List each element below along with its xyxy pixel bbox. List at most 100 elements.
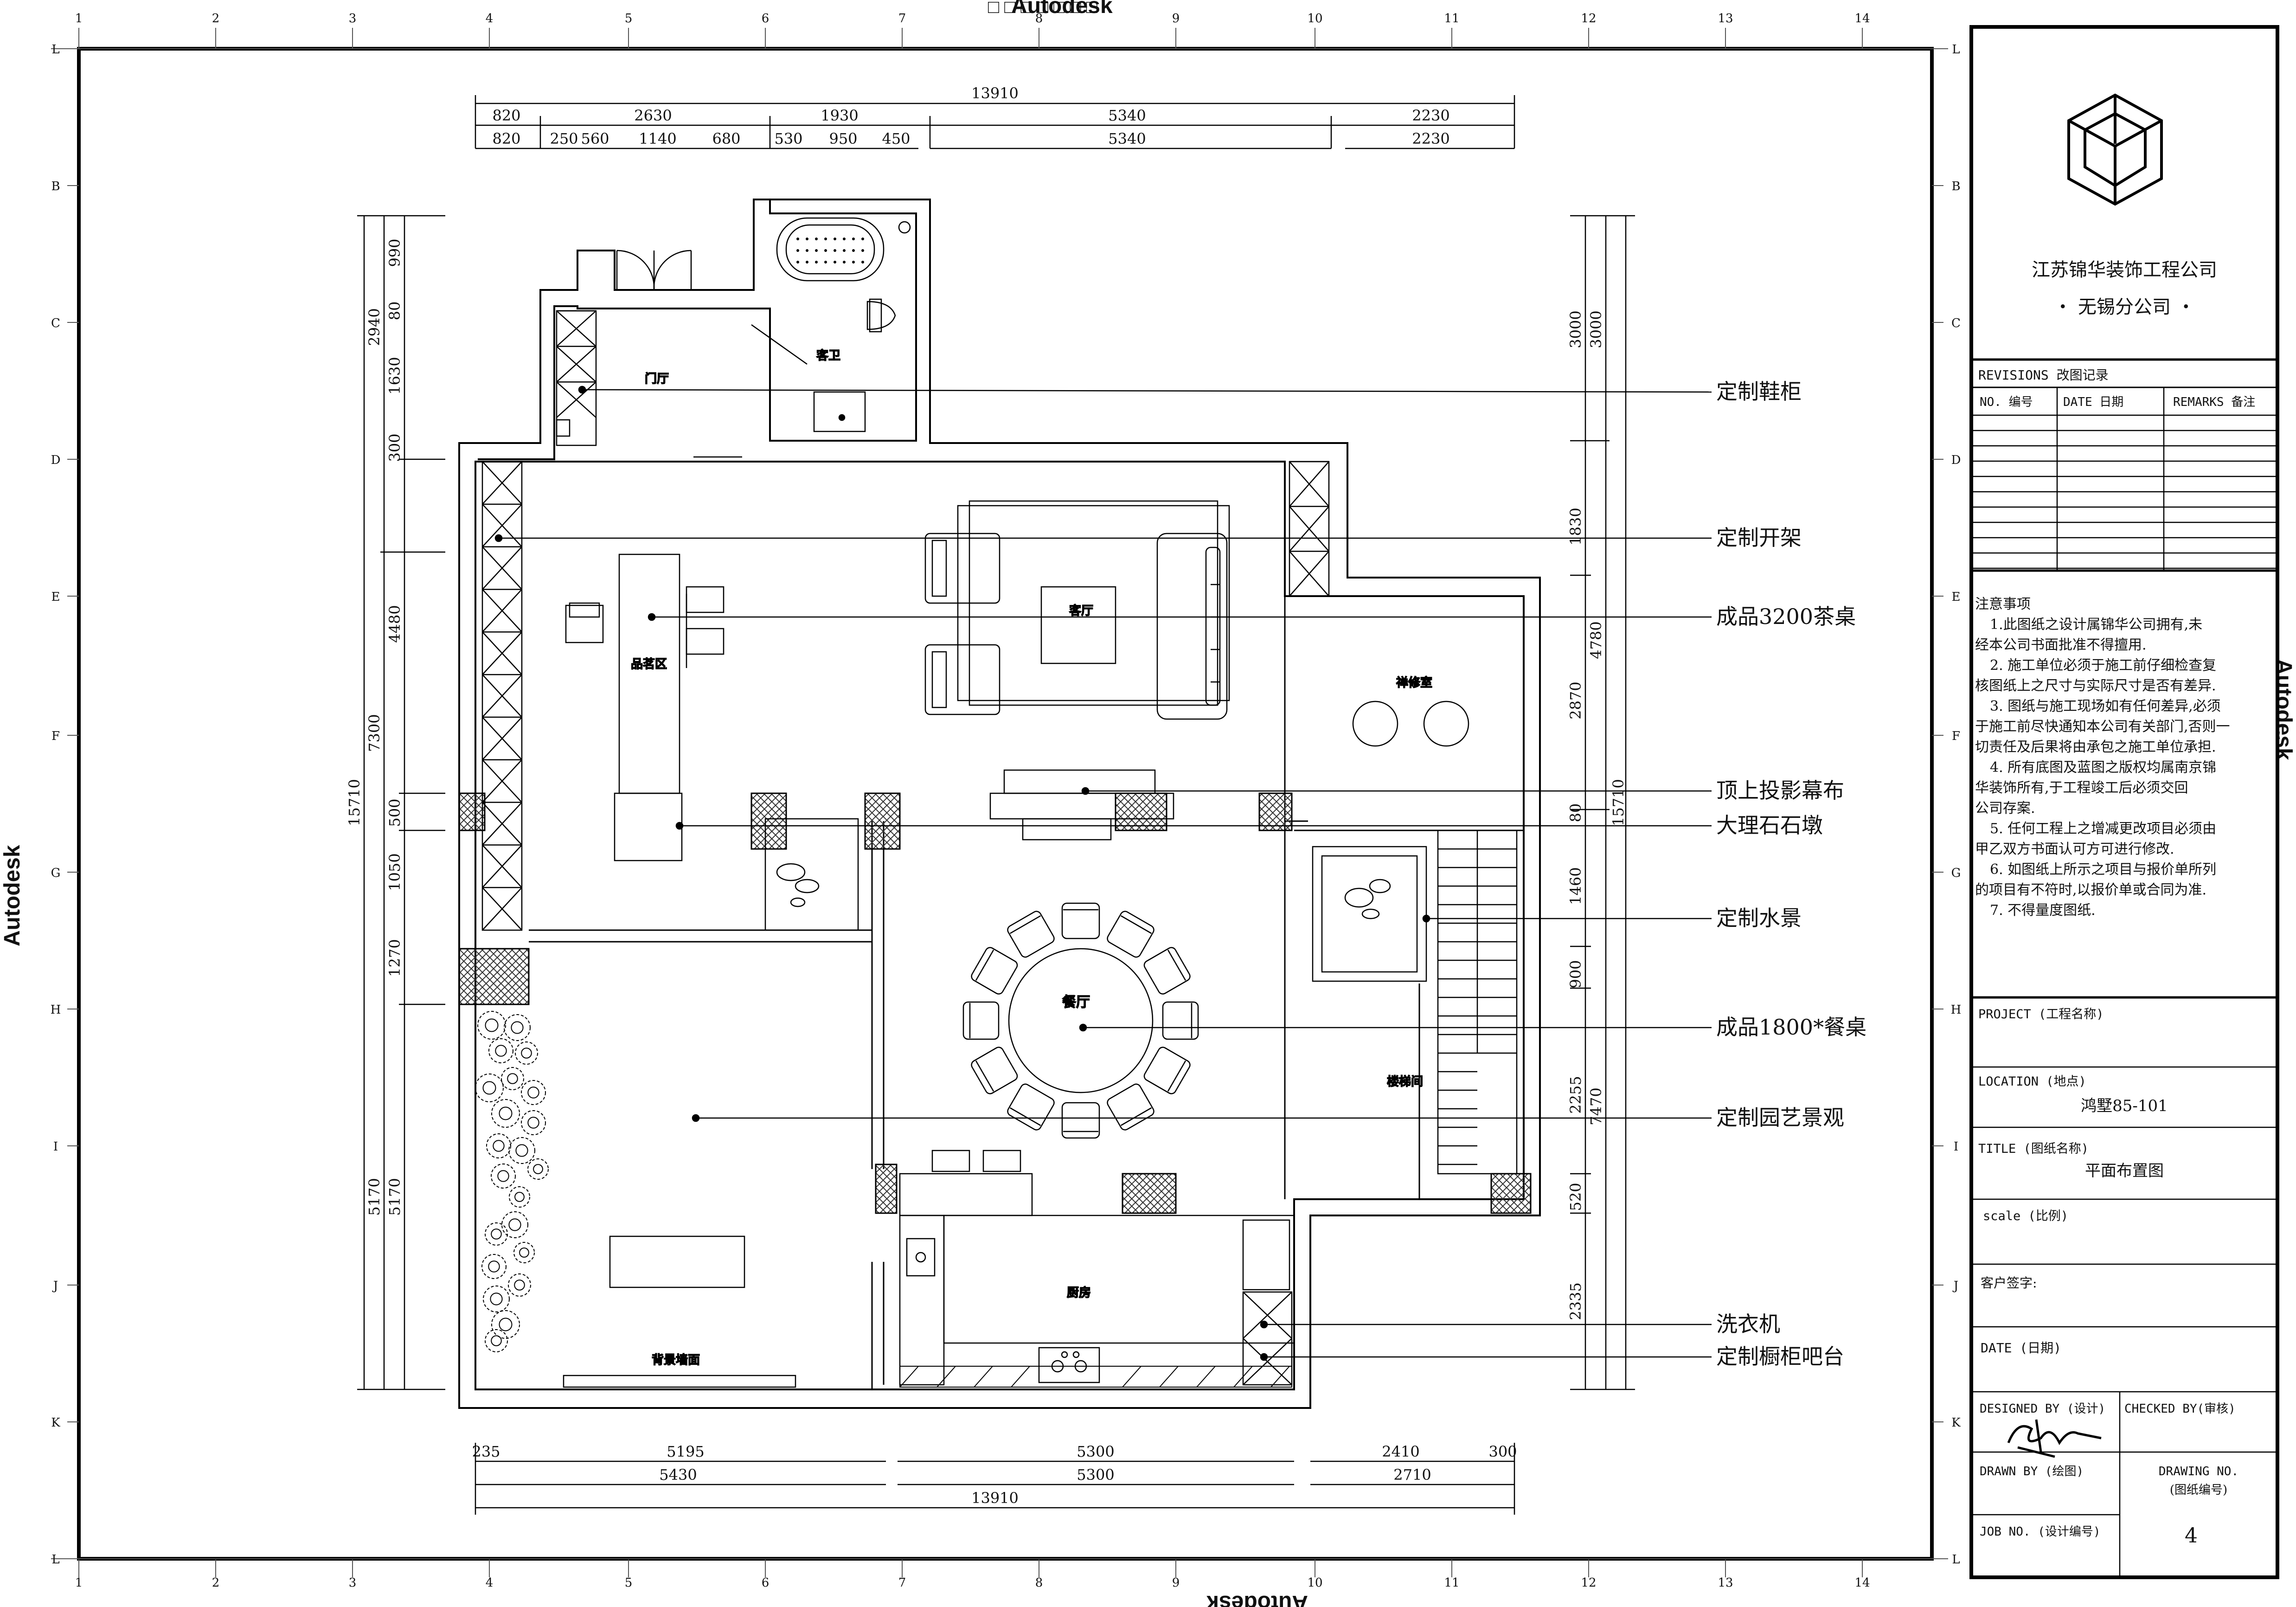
note-line: 核图纸上之尺寸与实际尺寸是否有差异. — [1975, 678, 2216, 694]
note-line: 1.此图纸之设计属锦华公司拥有,未 — [1990, 617, 2202, 633]
note-line: 华装饰所有,于工程竣工后必须交回 — [1975, 780, 2188, 796]
grid-row-label: E — [51, 590, 60, 604]
custom-open-shelf-right — [1289, 461, 1330, 597]
grid-row-label: K — [51, 1416, 60, 1430]
grid-row-label: I — [53, 1140, 58, 1154]
entry-door — [596, 250, 751, 458]
watermark-box: □ □ □ □ □ □ □ — [988, 0, 1097, 17]
dim: 1830 — [1567, 508, 1584, 545]
dim-left-total: 15710 — [346, 779, 363, 826]
dim: 500 — [386, 798, 404, 827]
grid-col-label: 10 — [1307, 1576, 1322, 1590]
grid-row-label: J — [52, 1279, 58, 1293]
watermark-left: Autodesk — [0, 845, 25, 946]
watermark-top: □ □ □ □ □ □ □ Autodesk — [988, 0, 1113, 18]
top-dimension-text: 13910 820 2630 1930 5340 2230 820 250 56… — [492, 84, 1449, 148]
rev-header-date: DATE 日期 — [2063, 395, 2123, 409]
grid-col-label: 3 — [349, 12, 357, 26]
note-line: 切责任及后果将由承包之施工单位承担. — [1975, 739, 2216, 755]
grid-col-label: 13 — [1718, 12, 1733, 26]
grid-col-label: 9 — [1172, 12, 1180, 26]
watermark-brand: Autodesk — [2271, 659, 2296, 760]
dim: 300 — [386, 433, 404, 462]
room-label-guest-bath: 客卫 — [816, 349, 840, 363]
grid-col-label: 4 — [486, 1576, 494, 1590]
room-label-dining: 餐厅 — [1062, 994, 1090, 1010]
grid-row-label: K — [1951, 1416, 1961, 1430]
rev-header-remarks: REMARKS 备注 — [2173, 395, 2255, 409]
watermark-brand: Autodesk — [0, 845, 25, 946]
grid-row-label: L — [51, 1553, 59, 1567]
grid-row-label: H — [1951, 1003, 1962, 1017]
location-value: 鸿墅85-101 — [2081, 1097, 2168, 1115]
dim: 4780 — [1587, 621, 1605, 659]
grid-row-label: B — [1951, 180, 1960, 193]
scale-label: scale (比例) — [1983, 1209, 2068, 1223]
dim: 1050 — [386, 853, 404, 891]
grid-col-label: 1 — [75, 1576, 83, 1590]
zen-room: 禅修室 — [1352, 675, 1469, 747]
callout-label: 定制橱柜吧台 — [1716, 1344, 1844, 1369]
grid-col-label: 12 — [1581, 12, 1596, 26]
dim: 900 — [1567, 960, 1584, 988]
kitchen: 厨房 — [899, 1150, 1295, 1386]
dim: 990 — [386, 238, 404, 267]
dim: 1270 — [386, 939, 404, 977]
checked-by-label: CHECKED BY(审核) — [2124, 1402, 2236, 1416]
note-line: 经本公司书面批准不得擅用. — [1975, 637, 2147, 653]
title-block: 江苏锦华装饰工程公司 ・ 无锡分公司 ・ REVISIONS 改图记录 NO. … — [1971, 93, 2277, 1577]
dim: 1140 — [639, 130, 676, 148]
structural-columns — [458, 792, 1532, 1214]
title-block-border — [1969, 25, 2279, 1579]
dim-right-total: 15710 — [1610, 779, 1627, 826]
callout-label: 成品1800*餐桌 — [1716, 1015, 1866, 1040]
dim: 1630 — [386, 357, 404, 394]
location-label: LOCATION (地点) — [1978, 1074, 2086, 1089]
note-line: 的项目有不符时,以报价单或合同为准. — [1975, 882, 2206, 898]
dim: 250 — [550, 130, 578, 148]
dim: 5170 — [386, 1178, 404, 1215]
grid-col-label: 5 — [625, 1576, 633, 1590]
callout-label: 成品3200茶桌 — [1716, 604, 1856, 629]
water-feature-right — [1312, 846, 1427, 982]
callouts: 定制鞋柜定制开架成品3200茶桌顶上投影幕布大理石石墩定制水景成品1800*餐桌… — [494, 379, 1866, 1369]
grid-row-label: L — [1952, 43, 1960, 57]
grid-row-label: C — [51, 316, 60, 330]
water-feature-left — [764, 818, 859, 931]
note-line: 公司存案. — [1975, 800, 2035, 816]
grid-col-label: 10 — [1307, 12, 1322, 26]
guest-bathroom: 客卫 — [751, 217, 911, 432]
kitchen-counter-hatch — [899, 1366, 1292, 1388]
dim: 950 — [829, 130, 857, 148]
garden-landscape — [475, 1011, 549, 1352]
dim: 560 — [581, 130, 609, 148]
job-no-label: JOB NO. (设计编号) — [1980, 1525, 2101, 1539]
dim: 820 — [492, 130, 520, 148]
dim: 2335 — [1567, 1282, 1584, 1320]
drawing-no-value: 4 — [2185, 1524, 2198, 1548]
grid-col-label: 4 — [486, 12, 494, 26]
grid-row-label: D — [51, 453, 61, 467]
watermark-brand: Autodesk — [1206, 1591, 1308, 1607]
dim: 5340 — [1108, 130, 1146, 148]
dim: 2710 — [1393, 1466, 1431, 1484]
bottom-dimensions — [475, 1443, 1515, 1515]
drawn-by-label: DRAWN BY (绘图) — [1980, 1465, 2084, 1478]
grid-col-label: 11 — [1444, 1576, 1459, 1590]
watermark-right: Autodesk — [2271, 659, 2296, 760]
watermark-bottom: Autodesk — [1206, 1591, 1308, 1607]
callout-label: 定制鞋柜 — [1716, 379, 1802, 404]
top-dimensions — [475, 95, 1515, 149]
room-label-stair: 楼梯间 — [1387, 1075, 1423, 1089]
company-branch: ・ 无锡分公司 ・ — [2053, 296, 2195, 318]
dim: 680 — [712, 130, 740, 148]
dim: 4480 — [386, 605, 404, 643]
dim: 820 — [492, 107, 520, 124]
left-dimension-text: 15710 2940 7300 5170 990 80 1630 300 448… — [346, 238, 404, 1215]
company-name: 江苏锦华装饰工程公司 — [2032, 259, 2217, 281]
interior-walls — [529, 462, 1525, 1389]
grid-col-label: 7 — [898, 12, 906, 26]
dim-bottom-total: 13910 — [971, 1489, 1019, 1507]
